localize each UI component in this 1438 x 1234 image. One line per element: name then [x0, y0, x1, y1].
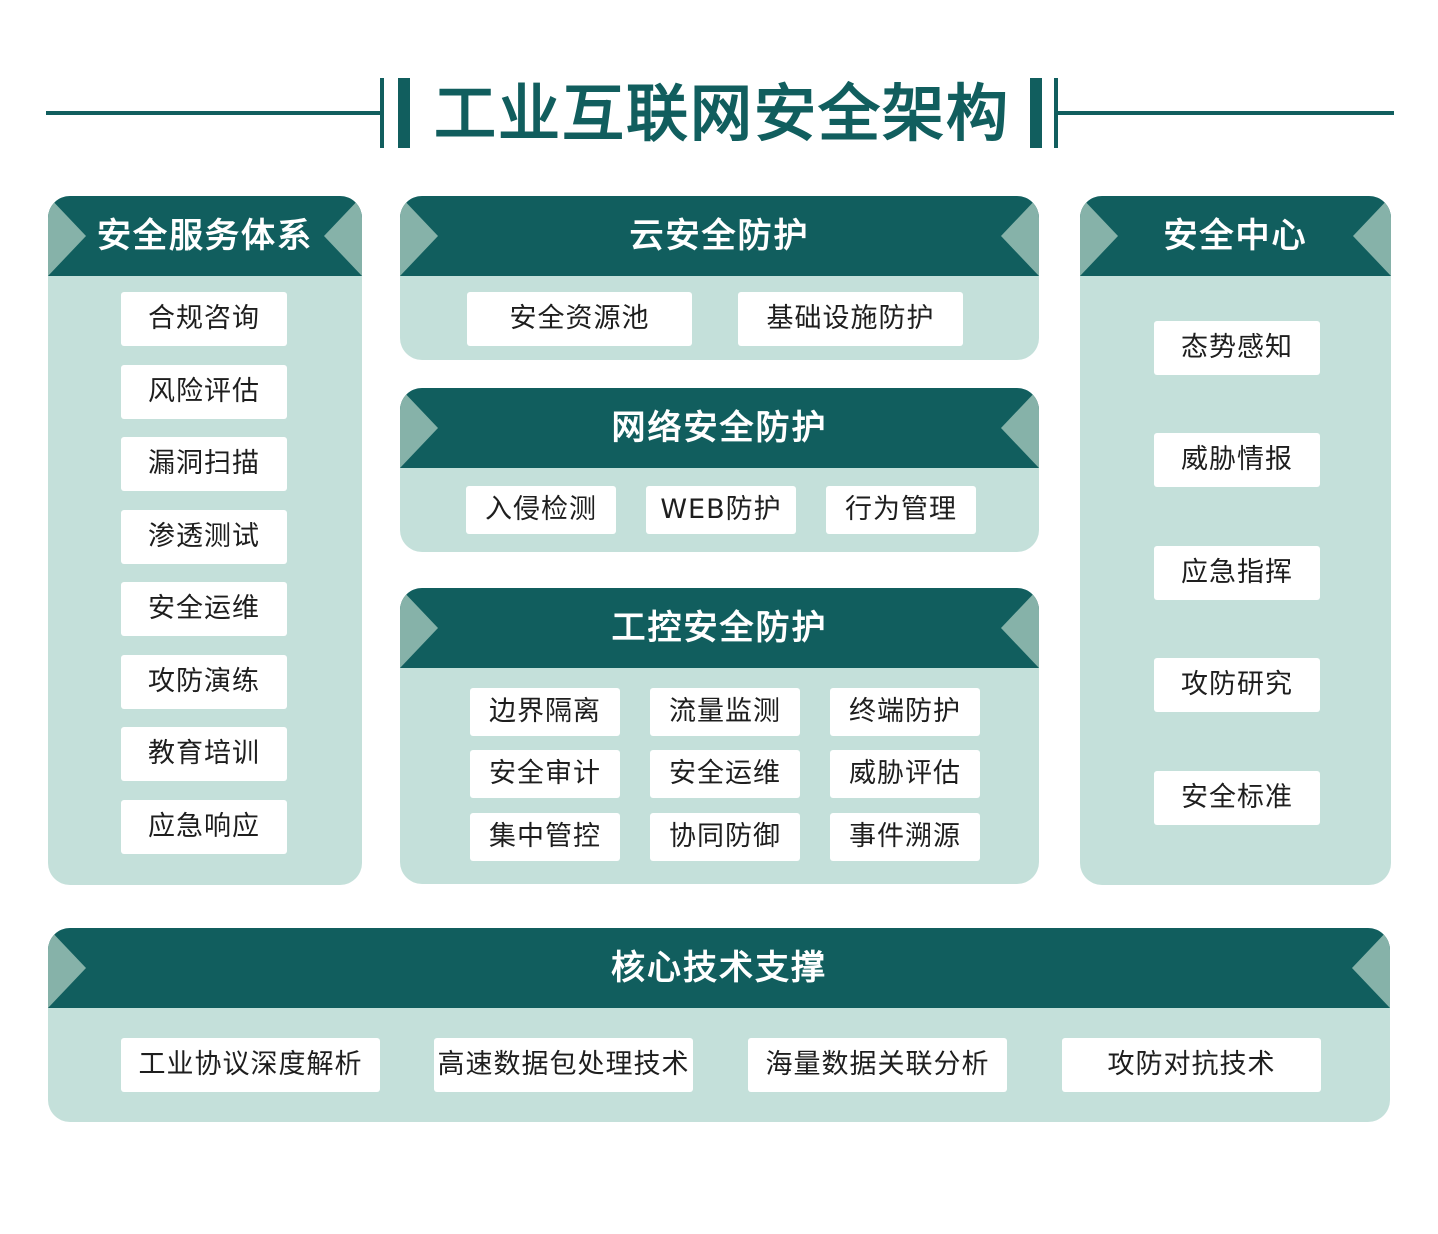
cloud-banner: 云安全防护: [400, 196, 1039, 276]
title-bar-thick-left: [398, 78, 410, 148]
banner-arrow-right: [1001, 196, 1039, 276]
service-item: 合规咨询: [121, 292, 287, 346]
title-bar-thin-right: [1054, 78, 1058, 148]
network-banner: 网络安全防护: [400, 388, 1039, 468]
center-item: 安全标准: [1154, 771, 1320, 825]
ics-panel: 工控安全防护 边界隔离 流量监测 终端防护 安全审计 安全运维 威胁评估 集中管…: [400, 588, 1039, 884]
core-banner: 核心技术支撑: [48, 928, 1390, 1008]
banner-arrow-left: [1080, 196, 1118, 276]
network-item: WEB防护: [646, 486, 796, 534]
center-item: 应急指挥: [1154, 546, 1320, 600]
ics-item: 协同防御: [650, 813, 800, 861]
ics-item: 安全运维: [650, 750, 800, 798]
banner-arrow-left: [48, 928, 86, 1008]
network-item: 入侵检测: [466, 486, 616, 534]
banner-arrow-right: [324, 196, 362, 276]
service-panel: 安全服务体系 合规咨询 风险评估 漏洞扫描 渗透测试 安全运维 攻防演练 教育培…: [48, 196, 362, 885]
ics-item: 终端防护: [830, 688, 980, 736]
core-item: 工业协议深度解析: [121, 1038, 380, 1092]
core-item: 海量数据关联分析: [748, 1038, 1007, 1092]
title-line-right: [1058, 111, 1394, 115]
title-bar-thin-left: [380, 78, 384, 148]
ics-item: 集中管控: [470, 813, 620, 861]
ics-item: 事件溯源: [830, 813, 980, 861]
banner-arrow-left: [48, 196, 86, 276]
banner-arrow-left: [400, 196, 438, 276]
cloud-item: 安全资源池: [467, 292, 692, 346]
center-banner: 安全中心: [1080, 196, 1391, 276]
banner-arrow-right: [1001, 388, 1039, 468]
cloud-panel: 云安全防护 安全资源池 基础设施防护: [400, 196, 1039, 360]
ics-item: 威胁评估: [830, 750, 980, 798]
banner-arrow-right: [1353, 196, 1391, 276]
network-panel: 网络安全防护 入侵检测 WEB防护 行为管理: [400, 388, 1039, 552]
service-item: 安全运维: [121, 582, 287, 636]
center-item: 攻防研究: [1154, 658, 1320, 712]
core-title: 核心技术支撑: [611, 948, 827, 988]
banner-arrow-left: [400, 388, 438, 468]
center-panel: 安全中心 态势感知 威胁情报 应急指挥 攻防研究 安全标准: [1080, 196, 1391, 885]
service-item: 教育培训: [121, 727, 287, 781]
ics-item: 流量监测: [650, 688, 800, 736]
service-banner: 安全服务体系: [48, 196, 362, 276]
core-item: 高速数据包处理技术: [434, 1038, 693, 1092]
service-item: 渗透测试: [121, 510, 287, 564]
center-title: 安全中心: [1163, 216, 1308, 256]
center-item: 威胁情报: [1154, 433, 1320, 487]
cloud-title: 云安全防护: [629, 216, 810, 256]
service-item: 风险评估: [121, 365, 287, 419]
banner-arrow-right: [1352, 928, 1390, 1008]
ics-item: 边界隔离: [470, 688, 620, 736]
core-panel: 核心技术支撑 工业协议深度解析 高速数据包处理技术 海量数据关联分析 攻防对抗技…: [48, 928, 1390, 1122]
center-item: 态势感知: [1154, 321, 1320, 375]
cloud-item: 基础设施防护: [738, 292, 963, 346]
service-item: 应急响应: [121, 800, 287, 854]
banner-arrow-left: [400, 588, 438, 668]
ics-title: 工控安全防护: [611, 608, 828, 648]
service-title: 安全服务体系: [97, 216, 313, 256]
service-item: 攻防演练: [121, 655, 287, 709]
network-title: 网络安全防护: [611, 408, 828, 448]
ics-item: 安全审计: [470, 750, 620, 798]
banner-arrow-right: [1001, 588, 1039, 668]
network-item: 行为管理: [826, 486, 976, 534]
title-row: 工业互联网安全架构: [0, 70, 1438, 160]
page-title: 工业互联网安全架构: [433, 77, 1010, 150]
service-item: 漏洞扫描: [121, 437, 287, 491]
ics-banner: 工控安全防护: [400, 588, 1039, 668]
core-item: 攻防对抗技术: [1062, 1038, 1321, 1092]
title-line-left: [46, 111, 380, 115]
title-bar-thick-right: [1030, 78, 1042, 148]
